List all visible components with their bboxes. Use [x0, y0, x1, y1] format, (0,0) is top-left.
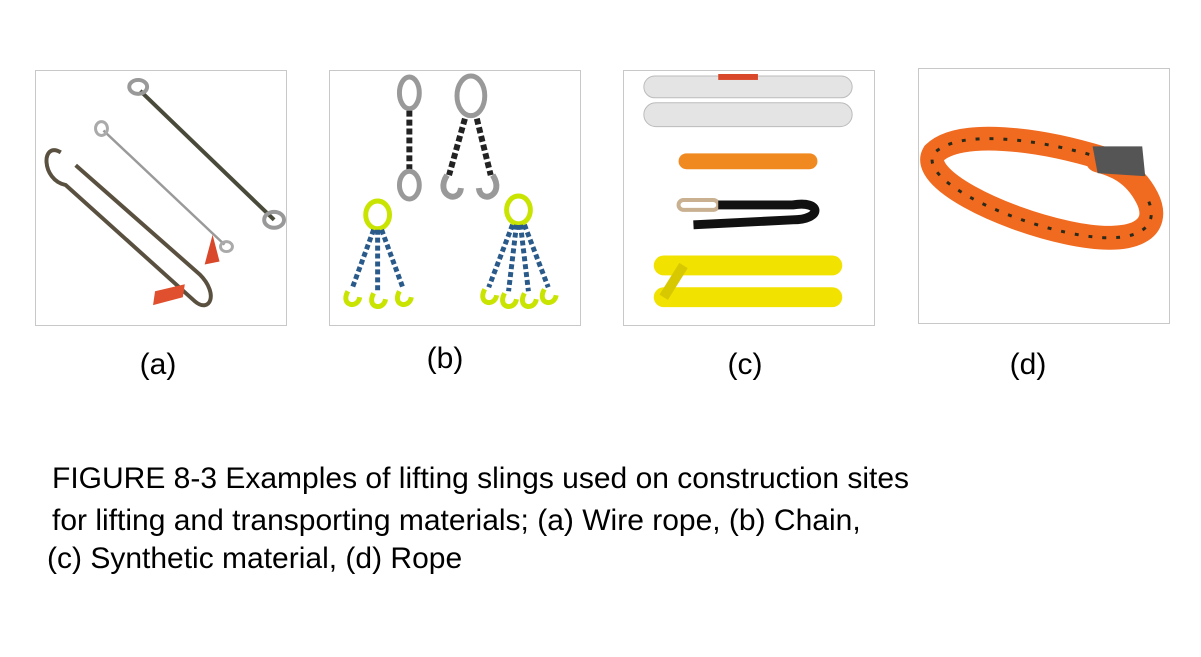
- synthetic-sling-image: [623, 70, 875, 326]
- panel-label-d: (d): [1009, 348, 1047, 381]
- caption-line-1: FIGURE 8-3 Examples of lifting slings us…: [52, 462, 910, 495]
- panel-label-c: (c): [727, 348, 763, 381]
- panel-label-b: (b): [426, 342, 464, 375]
- synthetic-sling-icon: [643, 73, 853, 308]
- rope-sling-image: [918, 68, 1170, 324]
- caption-line-3: (c) Synthetic material, (d) Rope: [47, 542, 463, 575]
- wire-rope-sling-icon: [44, 77, 286, 308]
- chain-sling-image: [329, 70, 581, 326]
- wire-rope-sling-image: [35, 70, 287, 326]
- panel-label-a: (a): [139, 348, 177, 381]
- rope-sling-icon: [920, 126, 1164, 250]
- caption-line-2: for lifting and transporting materials; …: [52, 504, 861, 537]
- chain-sling-icon: [343, 73, 559, 309]
